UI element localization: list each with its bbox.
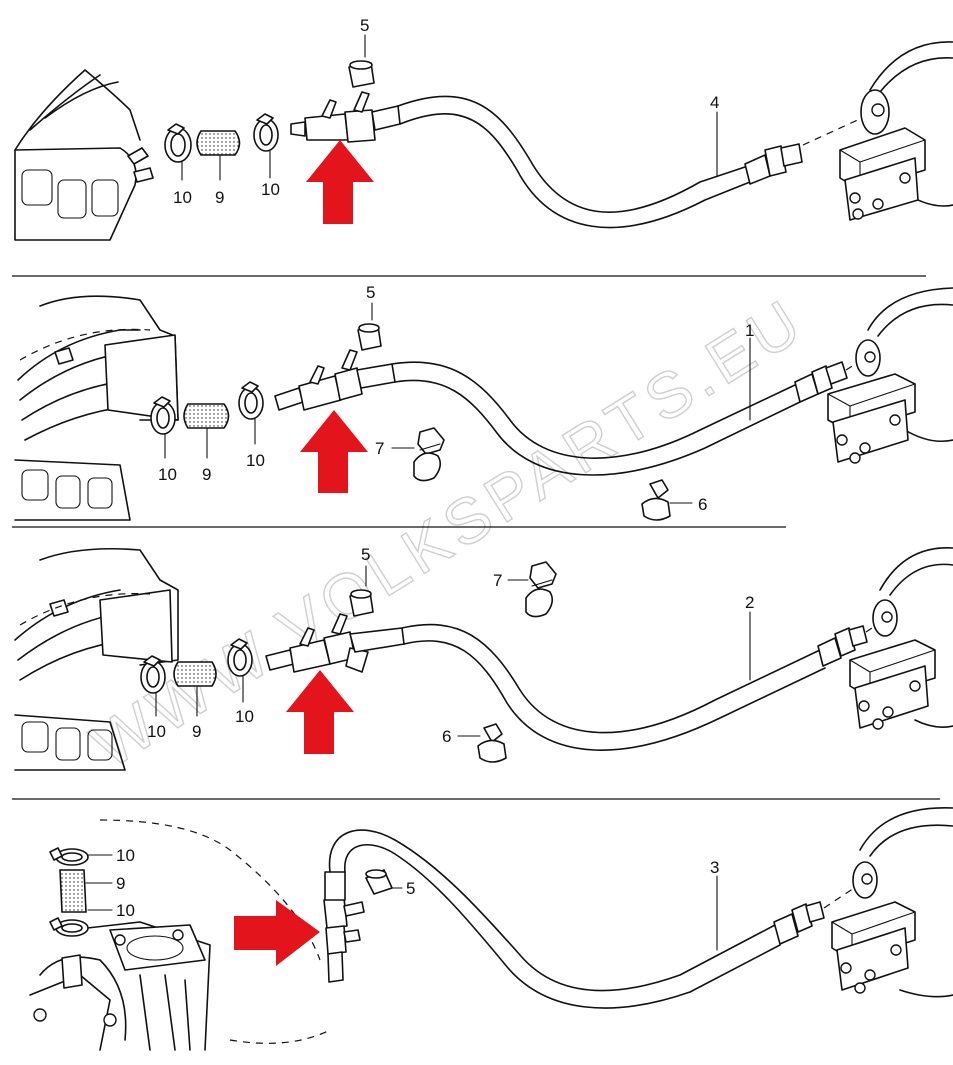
- carburetor: [29, 921, 211, 1051]
- hose-clamp: [227, 638, 253, 703]
- vacuum-hose: [391, 337, 801, 476]
- hose-clamp: [49, 847, 113, 866]
- label-connector-hose: 9: [116, 874, 125, 893]
- brake-booster: [852, 807, 953, 998]
- connector-hose: [183, 403, 230, 459]
- watermark: WWW.VOLKSPARTS.EU: [79, 284, 817, 782]
- hose-clamp: [253, 113, 279, 179]
- label-hose-clamp: 10: [158, 465, 177, 484]
- hose-clip: [507, 561, 557, 618]
- label-hose-clamp: 10: [116, 901, 135, 920]
- hose-fitting: [817, 625, 868, 667]
- check-valve-cap: [365, 869, 403, 895]
- label-clip: 7: [493, 571, 502, 590]
- location-arrow: [234, 900, 320, 966]
- master-cylinder: [839, 127, 926, 221]
- label-hose: 4: [710, 93, 719, 112]
- label-hose-clamp: 10: [147, 722, 166, 741]
- vacuum-hose: [401, 611, 826, 751]
- hose-clamp: [140, 655, 166, 717]
- label-clip: 6: [442, 727, 451, 746]
- hose-fitting: [773, 901, 825, 945]
- connector-hose: [59, 869, 113, 913]
- label-hose-clamp: 10: [235, 707, 254, 726]
- brake-booster: [855, 287, 953, 443]
- label-hose-clamp: 10: [246, 451, 265, 470]
- hose-clamp: [238, 381, 264, 445]
- panel-4: 10 9 10 5 3: [29, 807, 953, 1051]
- location-arrow: [300, 410, 368, 493]
- connector-hose: [196, 130, 241, 181]
- label-hose-clamp: 10: [173, 188, 192, 207]
- intake-manifold: [14, 547, 179, 771]
- label-hose-clamp: 10: [261, 180, 280, 199]
- hose-clip: [391, 427, 445, 482]
- label-check-valve: 5: [406, 879, 415, 898]
- check-valve-cap: [349, 565, 374, 617]
- brake-booster: [872, 547, 953, 728]
- label-check-valve: 5: [361, 545, 370, 564]
- check-valve-cap: [357, 302, 382, 351]
- hose-clamp: [49, 909, 113, 937]
- hose-fitting: [794, 361, 848, 403]
- vacuum-hose: [397, 95, 751, 229]
- label-check-valve: 5: [366, 283, 375, 302]
- hose-clamp: [150, 396, 176, 459]
- label-hose: 3: [710, 858, 719, 877]
- master-cylinder: [831, 901, 916, 994]
- label-hose-clamp: 10: [116, 846, 135, 865]
- check-valve-cap: [348, 34, 375, 88]
- panel-1: 5 4 10 9 10: [14, 16, 953, 241]
- check-valve: [290, 91, 401, 143]
- panel-3: 5 2 10 9 10 7 6: [14, 545, 953, 771]
- check-valve: [323, 871, 365, 983]
- label-connector-hose: 9: [215, 188, 224, 207]
- label-connector-hose: 9: [192, 722, 201, 741]
- label-clip: 6: [698, 495, 707, 514]
- location-arrow: [306, 140, 374, 224]
- label-clip: 7: [375, 439, 384, 458]
- connector-hose: [173, 661, 217, 717]
- hose-clip: [641, 479, 693, 521]
- intake-manifold: [14, 69, 154, 241]
- master-cylinder: [827, 373, 916, 464]
- check-valve: [265, 613, 405, 673]
- master-cylinder: [849, 639, 936, 730]
- brake-booster: [860, 41, 953, 207]
- check-valve: [274, 349, 396, 411]
- hose-clamp: [164, 123, 192, 181]
- panel-2: 5 1 10 9 10 7 6: [14, 283, 953, 521]
- vacuum-hose: [328, 829, 781, 1009]
- hose-clip: [457, 723, 507, 763]
- label-connector-hose: 9: [202, 465, 211, 484]
- label-hose: 1: [745, 321, 754, 340]
- hose-fitting: [744, 143, 803, 185]
- location-arrow: [286, 670, 354, 754]
- label-check-valve: 5: [360, 16, 369, 35]
- label-hose: 2: [745, 593, 754, 612]
